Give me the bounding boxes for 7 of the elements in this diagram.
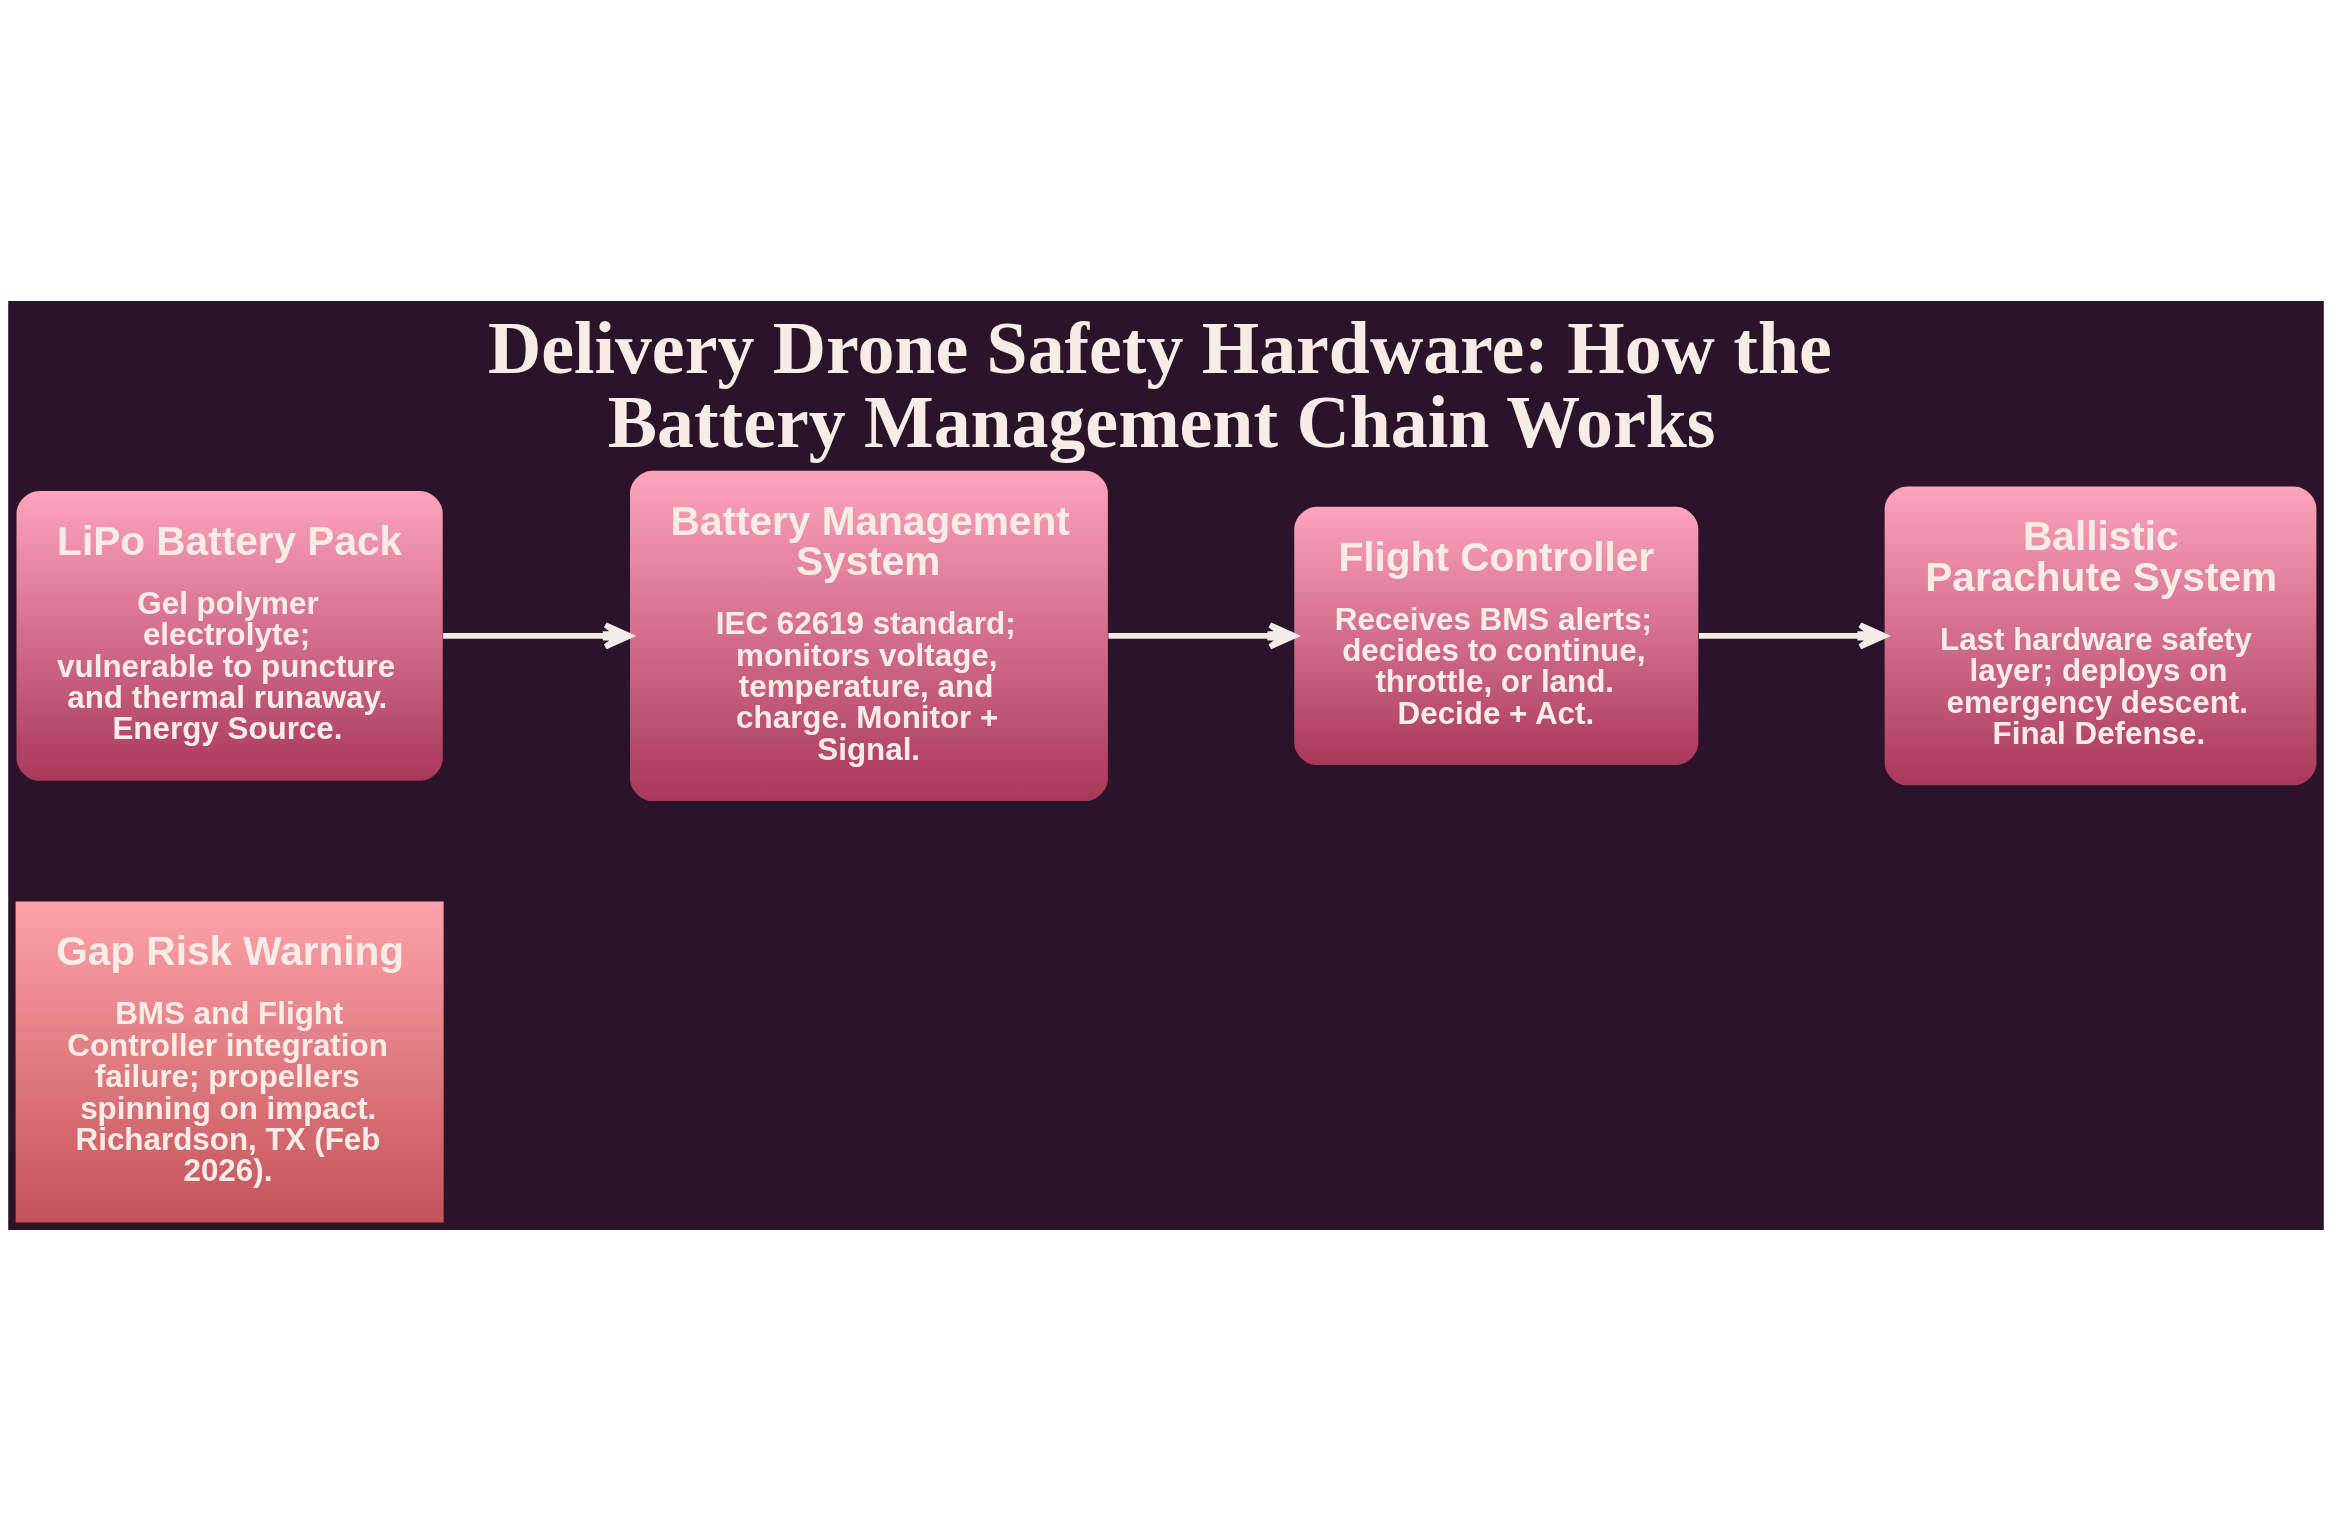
- node-box: Gap Risk Warning BMS and Flight Controller integration failure; propellers spinning on impact. Richardson, TX (Feb 2026).: [15, 901, 444, 1223]
- node-box: Flight Controller Receives BMS alerts; decides to continue, throttle, or land. Decide + Act.: [1294, 506, 1699, 766]
- arrow: [443, 622, 633, 650]
- node-box: Battery Management System IEC 62619 standard; monitors voltage, temperature, and charge. Monitor + Signal.: [630, 470, 1108, 801]
- node-box: Ballistic Parachute System Last hardware safety layer; deploys on emergency descent. Final Defense.: [1884, 486, 2317, 786]
- node-box: LiPo Battery Pack Gel polymer electrolyte; vulnerable to puncture and thermal runaway. Energy Source.: [16, 491, 443, 781]
- diagram-title: Delivery Drone Safety Hardware: How the Battery Management Chain Works: [487, 306, 1832, 463]
